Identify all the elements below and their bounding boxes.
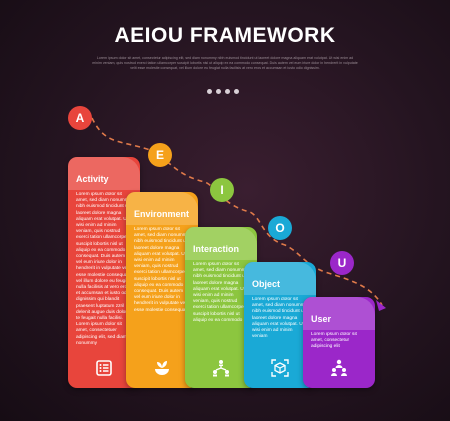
pagination-dots	[207, 89, 239, 94]
column-header-tab	[126, 192, 198, 225]
column-body-text: Lorem ipsum dolor sit amet, sed diam non…	[134, 227, 190, 313]
letter-badge-a: A	[68, 106, 92, 130]
letter-badge-e: E	[148, 143, 172, 167]
list-icon	[91, 355, 117, 381]
letter-badge-o: O	[268, 216, 292, 240]
column-body-text: Lorem ipsum dolor sit amet, sed diam non…	[193, 262, 249, 323]
column-title: Interaction	[193, 244, 240, 254]
framework-subtitle: Lorem ipsum dolor sit amet, consectetur …	[92, 56, 358, 71]
column-title: Activity	[76, 174, 109, 184]
column-header-tab	[244, 262, 316, 295]
user-group-icon	[326, 355, 352, 381]
plant-bowl-icon	[149, 355, 175, 381]
cube-scan-icon	[267, 355, 293, 381]
column-header-tab	[68, 157, 140, 190]
dot	[216, 89, 221, 94]
column-body-text: Lorem ipsum dolor sit amet, sed diam non…	[252, 297, 308, 340]
column-body-text: Lorem ipsum dolor sit amet, consectetur …	[311, 332, 357, 350]
column-body-text: Lorem ipsum dolor sit amet, sed diam non…	[76, 192, 132, 346]
column-header-tab	[185, 227, 257, 260]
framework-title: AEIOU FRAMEWORK	[114, 24, 336, 47]
dot	[225, 89, 230, 94]
column-title: User	[311, 314, 332, 324]
letter-badge-i: I	[210, 178, 234, 202]
dot	[234, 89, 239, 94]
dot	[207, 89, 212, 94]
column-header-tab	[303, 297, 375, 330]
network-people-icon	[208, 355, 234, 381]
column-title: Object	[252, 279, 281, 289]
letter-badge-u: U	[330, 251, 354, 275]
column-title: Environment	[134, 209, 190, 219]
